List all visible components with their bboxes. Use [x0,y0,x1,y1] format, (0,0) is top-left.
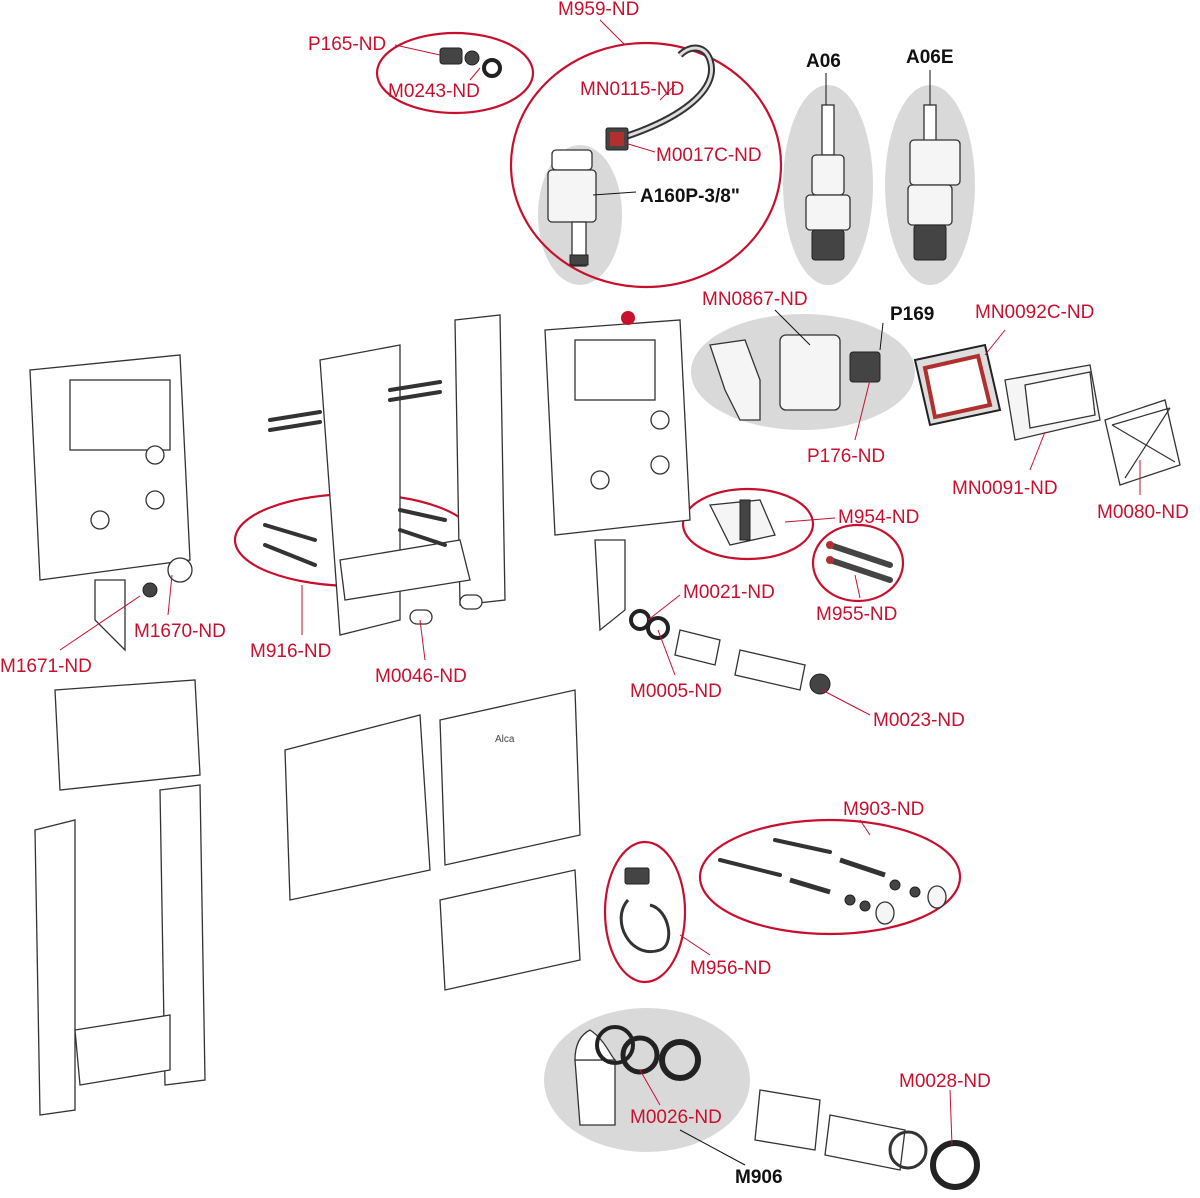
label-m0243: M0243-ND [388,81,480,102]
p165-group-ring [375,31,535,115]
m903-group-ring [698,818,962,936]
label-m0017c: M0017C-ND [656,145,762,166]
flush-pipe-set [629,609,831,695]
mn0092c-frame [913,343,1002,427]
m954-part [708,499,776,546]
m906-highlight [544,1008,750,1152]
label-m0046: M0046-ND [375,666,467,687]
label-p165: P165-ND [308,34,386,55]
m956-group-ring [603,840,687,984]
m0028-pipe-set [754,1089,980,1190]
m955-part [826,541,893,583]
label-p169: P169 [890,304,934,325]
label-mn0115: MN0115-ND [580,79,684,100]
label-m956: M956-ND [690,958,771,979]
label-a06e: A06E [906,47,954,68]
label-mn0867: MN0867-ND [702,289,808,310]
m906-bend [574,1025,701,1126]
label-m959: M959-ND [558,0,639,20]
label-m0023: M0023-ND [873,710,965,731]
a06e-part [907,104,961,261]
m903-part [718,838,947,925]
label-m1671: M1671-ND [0,656,92,677]
label-m0028: M0028-ND [899,1071,991,1092]
label-m0080: M0080-ND [1097,502,1189,523]
a06-part [805,104,851,261]
label-m0005: M0005-ND [630,681,722,702]
brand-logo: Alca [495,734,515,745]
label-p176: P176-ND [807,446,885,467]
label-m955: M955-ND [816,604,897,625]
label-m906: M906 [735,1167,783,1188]
label-m1670: M1670-ND [134,621,226,642]
leader-lines [59,19,1141,1166]
label-m916: M916-ND [250,641,331,662]
left-cistern [29,354,193,652]
m955-group-ring [811,523,905,603]
m954-group-ring [681,487,815,561]
m956-part [619,867,671,954]
lower-frame [34,784,206,1116]
middle-frame [263,314,506,636]
a160p-fill-valve [547,149,597,267]
mn0091-box [1004,364,1101,441]
label-a06: A06 [806,51,841,72]
m0080-plate [1104,399,1181,486]
label-m0026: M0026-ND [630,1107,722,1128]
label-m0021: M0021-ND [683,582,775,603]
label-mn0092c: MN0092C-ND [975,302,1094,323]
right-cistern [544,311,691,632]
label-a160p: A160P-3/8" [640,186,740,207]
label-m954: M954-ND [838,507,919,528]
label-mn0091: MN0091-ND [952,478,1058,499]
lower-covers: Alca [54,679,581,991]
mn0115-hose [605,44,715,151]
m959-group-ring [509,41,783,289]
mn0867-part [709,334,881,421]
p165-part [439,47,502,78]
label-m903: M903-ND [843,799,924,820]
